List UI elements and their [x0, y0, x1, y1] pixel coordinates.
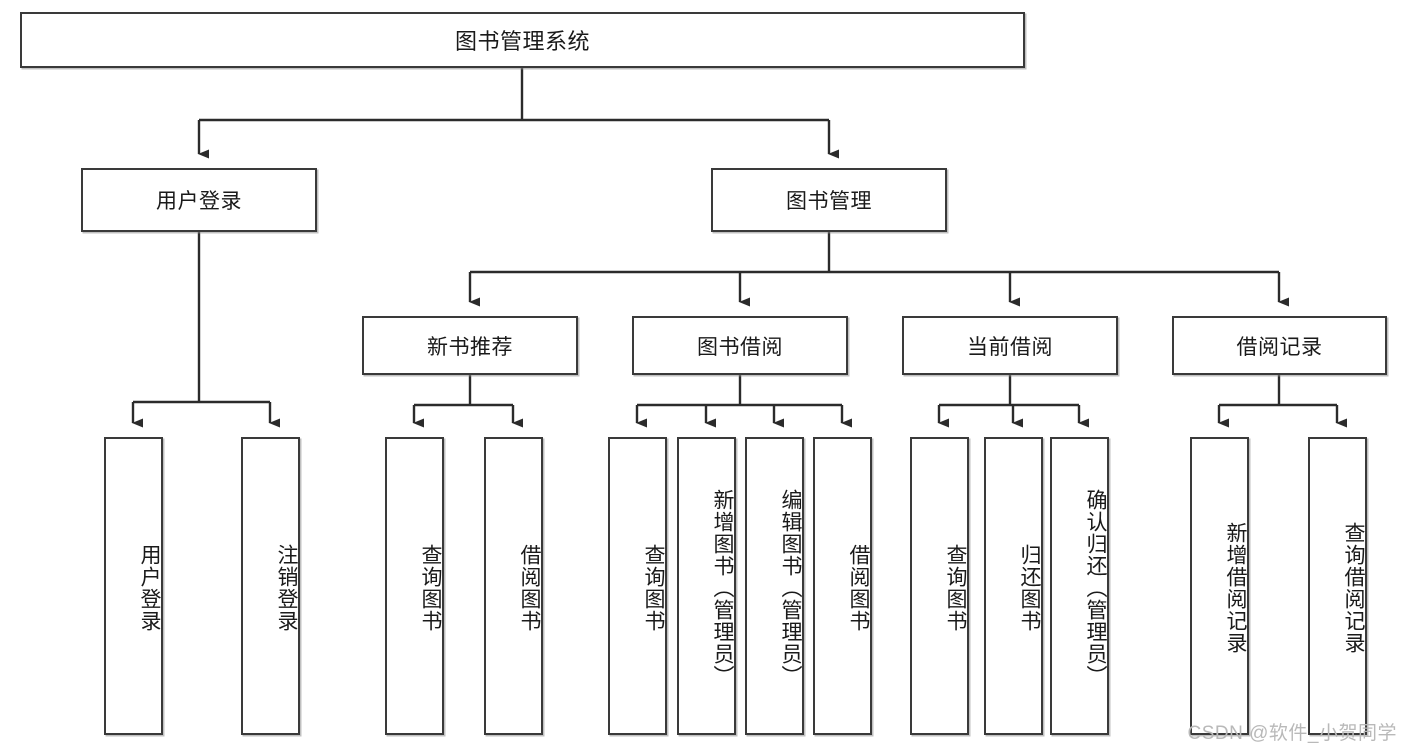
leaf-borrow-books-recommend[interactable]: 借阅图书 — [484, 437, 543, 735]
watermark: CSDN @软件_小贺同学 — [1187, 723, 1397, 744]
leaf-borrow-books[interactable]: 借阅图书 — [813, 437, 872, 735]
leaf-label: 借阅图书 — [518, 544, 541, 632]
node-current-borrow[interactable]: 当前借阅 — [902, 316, 1118, 375]
leaf-label: 编辑图书（管理员） — [779, 489, 802, 687]
node-book-management[interactable]: 图书管理 — [711, 168, 947, 232]
leaf-query-books-current[interactable]: 查询图书 — [910, 437, 969, 735]
leaf-label: 查询图书 — [944, 544, 967, 632]
node-new-book-recommend[interactable]: 新书推荐 — [362, 316, 578, 375]
node-root-system[interactable]: 图书管理系统 — [20, 12, 1025, 68]
leaf-label: 查询借阅记录 — [1342, 522, 1365, 654]
leaf-add-borrow-record[interactable]: 新增借阅记录 — [1190, 437, 1249, 735]
leaf-label: 借阅图书 — [847, 544, 870, 632]
leaf-label: 用户登录 — [138, 544, 161, 632]
leaf-query-books-recommend[interactable]: 查询图书 — [385, 437, 444, 735]
leaf-logout[interactable]: 注销登录 — [241, 437, 300, 735]
leaf-label: 查询图书 — [642, 544, 665, 632]
node-borrow-record[interactable]: 借阅记录 — [1172, 316, 1387, 375]
leaf-edit-book-admin[interactable]: 编辑图书（管理员） — [745, 437, 804, 735]
leaf-return-books[interactable]: 归还图书 — [984, 437, 1043, 735]
leaf-label: 归还图书 — [1018, 544, 1041, 632]
node-book-borrow[interactable]: 图书借阅 — [632, 316, 848, 375]
node-label: 图书管理 — [786, 190, 872, 213]
leaf-user-login[interactable]: 用户登录 — [104, 437, 163, 735]
node-label: 用户登录 — [156, 190, 242, 213]
leaf-label: 确认归还（管理员） — [1084, 489, 1107, 687]
leaf-label: 注销登录 — [275, 544, 298, 632]
node-root-label: 图书管理系统 — [454, 29, 590, 54]
leaf-confirm-return-admin[interactable]: 确认归还（管理员） — [1050, 437, 1109, 735]
node-user-login[interactable]: 用户登录 — [81, 168, 317, 232]
node-label: 新书推荐 — [427, 335, 513, 359]
leaf-label: 新增图书（管理员） — [711, 489, 734, 687]
node-label: 当前借阅 — [967, 335, 1053, 359]
leaf-query-borrow-record[interactable]: 查询借阅记录 — [1308, 437, 1367, 735]
leaf-label: 新增借阅记录 — [1224, 522, 1247, 654]
node-label: 图书借阅 — [697, 335, 783, 359]
leaf-label: 查询图书 — [419, 544, 442, 632]
leaf-query-books-borrow[interactable]: 查询图书 — [608, 437, 667, 735]
node-label: 借阅记录 — [1236, 335, 1323, 359]
leaf-add-book-admin[interactable]: 新增图书（管理员） — [677, 437, 736, 735]
